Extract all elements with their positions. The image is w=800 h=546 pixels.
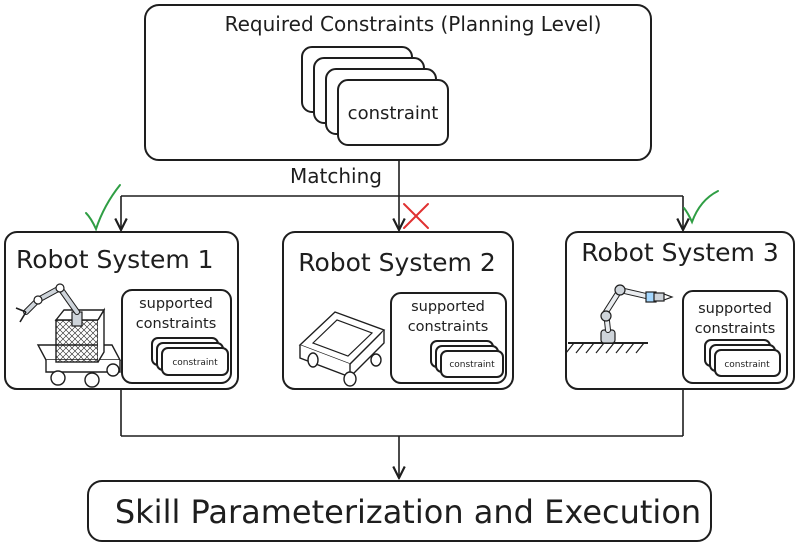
supported-label: supported (139, 296, 213, 312)
constraint-card-label: constraint (449, 360, 495, 370)
execution-connectors (120, 389, 684, 478)
robot-system-1: Robot System 1 supported constraints con… (4, 231, 239, 390)
supported-label: constraints (136, 316, 217, 332)
constraint-card-stack: constraint (301, 46, 449, 146)
robot-system-3: Robot System 3 supported constraints con… (565, 231, 795, 390)
skill-execution-box: Skill Parameterization and Execution (87, 480, 712, 542)
required-constraints-box: Required Constraints (Planning Level) co… (144, 4, 652, 161)
required-constraints-title: Required Constraints (Planning Level) (225, 12, 602, 36)
constraint-card-label: constraint (172, 358, 218, 368)
robot-system-2: Robot System 2 supported constraints con… (282, 231, 514, 390)
robot-system-title: Robot System 1 (16, 245, 214, 274)
supported-label: constraints (695, 321, 776, 337)
supported-label: supported (411, 299, 485, 315)
check-icon (85, 184, 121, 232)
robot-arm-icon (565, 284, 674, 354)
constraint-card-label: constraint (348, 103, 439, 124)
supported-label: supported (698, 301, 772, 317)
robot-system-title: Robot System 2 (298, 248, 496, 277)
mobile-base-icon (298, 311, 386, 387)
supported-label: constraints (408, 319, 489, 335)
robot-system-title: Robot System 3 (581, 238, 779, 267)
matching-label: Matching (290, 164, 382, 188)
cross-icon (403, 203, 429, 229)
mobile-manipulator-icon (15, 283, 122, 388)
check-icon (683, 190, 719, 225)
matching-connectors: Matching (121, 160, 683, 230)
constraint-card-label: constraint (724, 360, 770, 370)
skill-execution-label: Skill Parameterization and Execution (115, 493, 701, 531)
